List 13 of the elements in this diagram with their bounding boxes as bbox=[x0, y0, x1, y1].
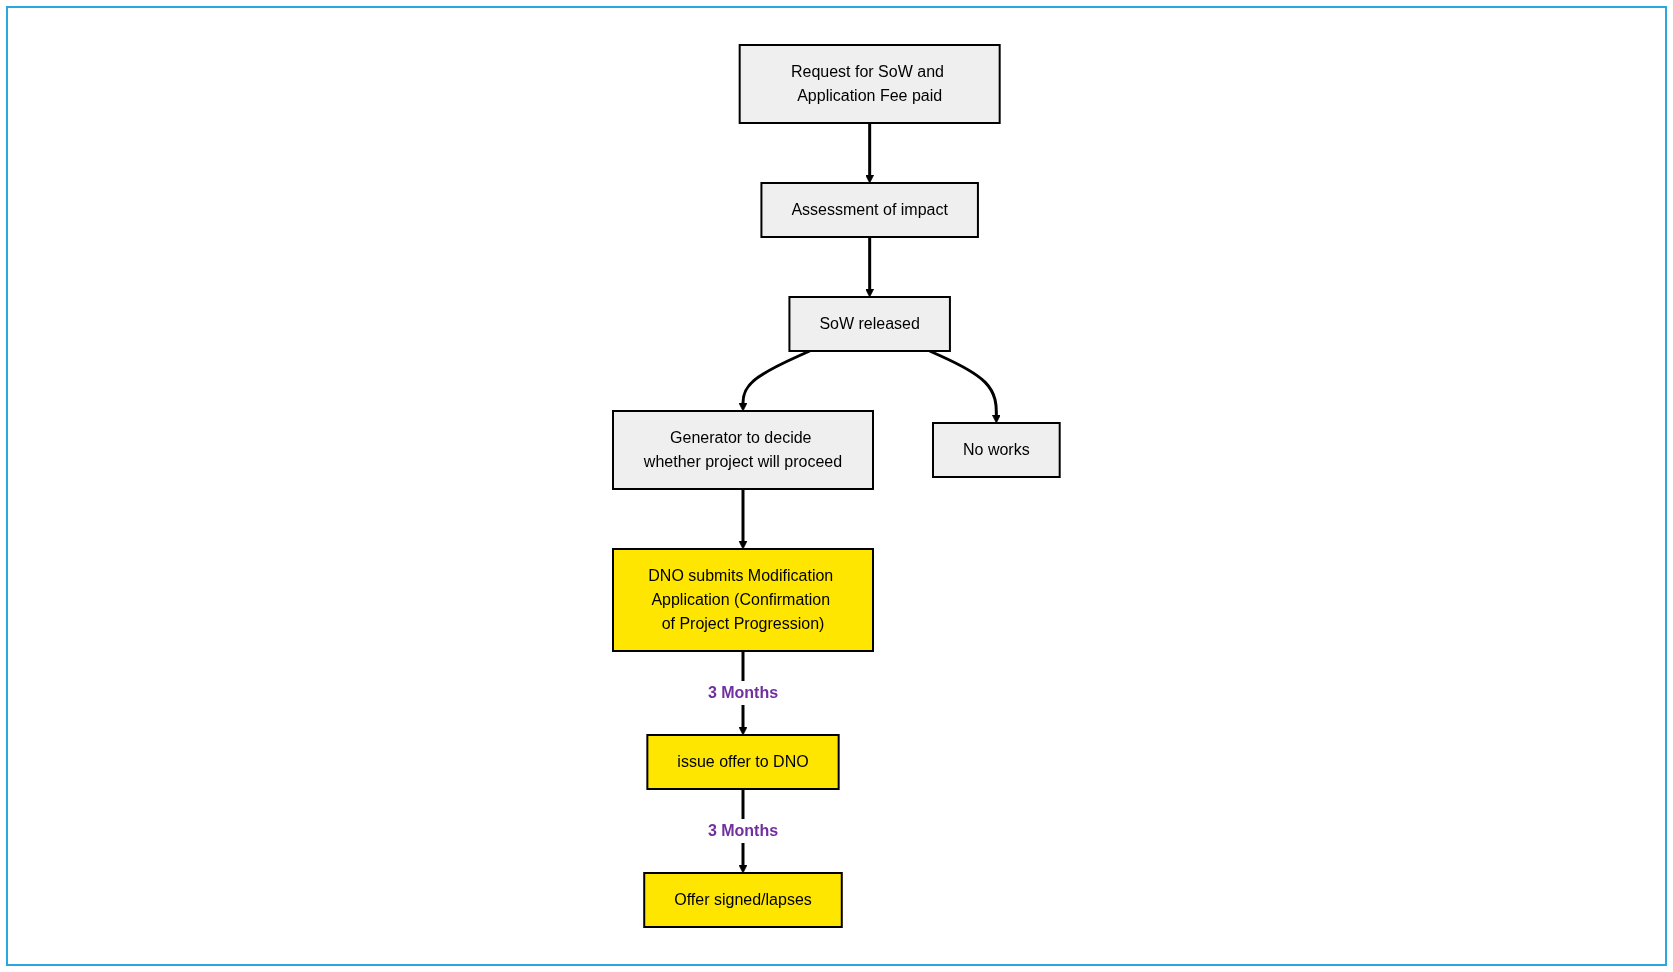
node-box: Request for SoW and Application Fee paid bbox=[738, 44, 1001, 124]
node-box: SoW released bbox=[788, 296, 952, 352]
node-box: Generator to decide whether project will proceed bbox=[612, 410, 875, 490]
node-box: Assessment of impact bbox=[760, 182, 980, 238]
edge-label: 3 Months bbox=[708, 684, 779, 701]
arrow bbox=[738, 489, 748, 550]
node-box: No works bbox=[932, 422, 1061, 478]
arrow bbox=[865, 123, 875, 184]
node-box: Offer signed/lapses bbox=[643, 872, 843, 928]
arrow bbox=[865, 237, 875, 298]
node-box: issue offer to DNO bbox=[646, 734, 840, 790]
node-box: DNO submits Modification Application (Confirmation of Project Progression) bbox=[612, 548, 875, 652]
edge-label: 3 Months bbox=[708, 822, 779, 839]
